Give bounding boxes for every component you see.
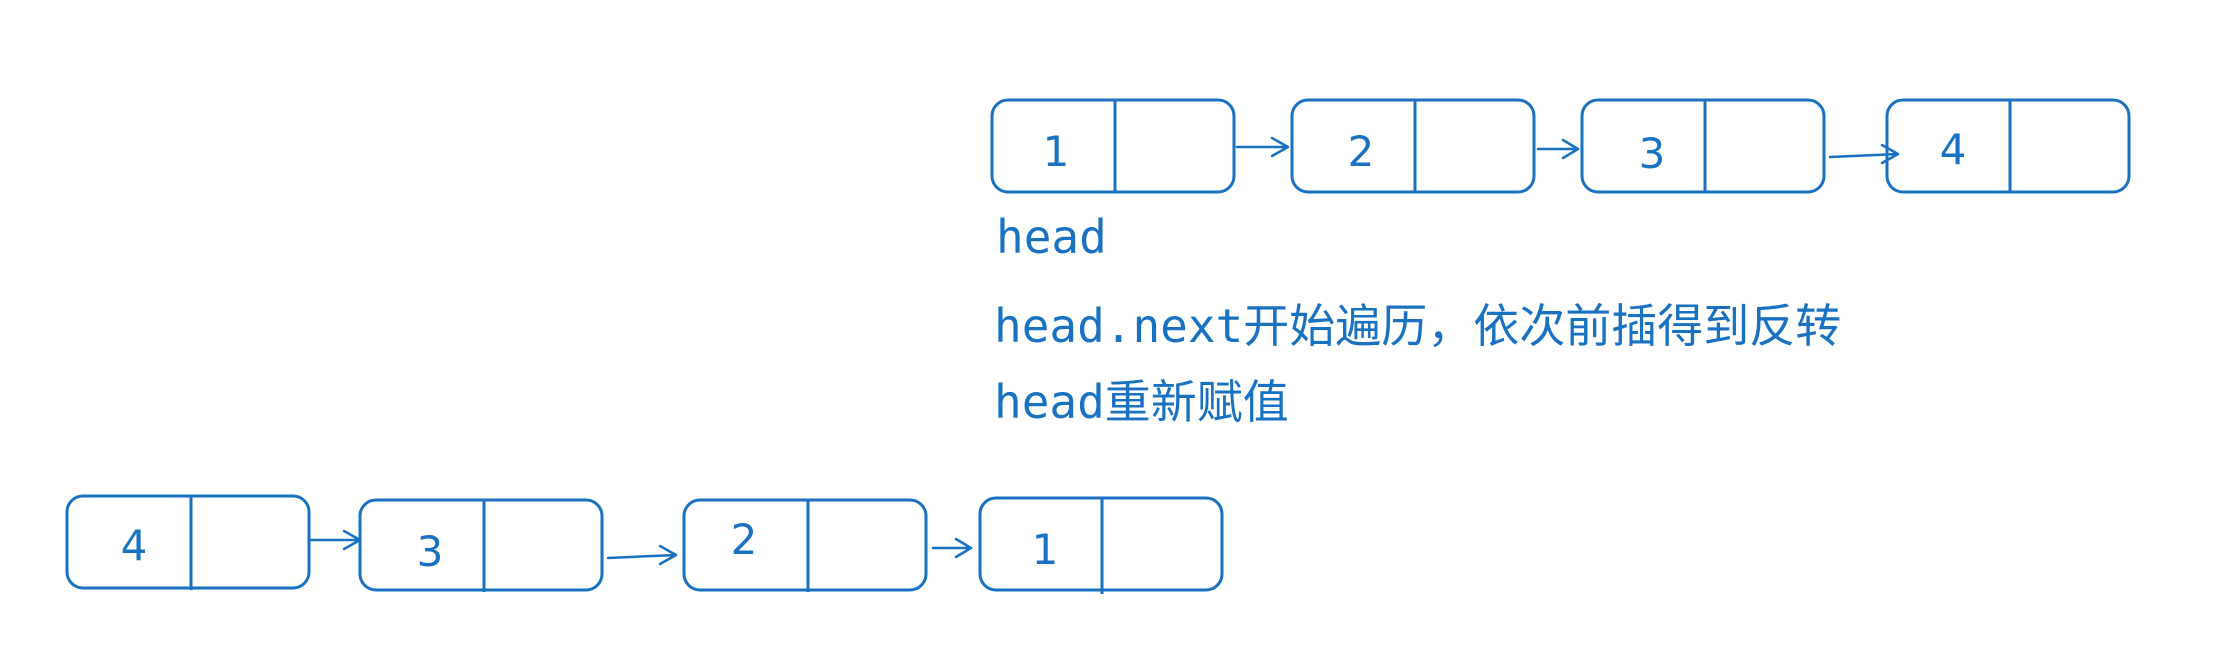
list-node: 4 — [65, 494, 311, 590]
node-value: 4 — [121, 521, 148, 570]
node-box — [1290, 98, 1536, 194]
node-value: 1 — [1032, 525, 1059, 574]
list-node: 1 — [990, 98, 1236, 194]
node-value: 3 — [417, 527, 444, 576]
list-node: 4 — [1885, 98, 2131, 194]
note-line-1: head.next开始遍历，依次前插得到反转 — [994, 299, 1841, 353]
next-arrow — [606, 544, 678, 566]
head-label: head — [996, 210, 1107, 264]
node-box — [65, 494, 311, 590]
reversed-list: 4 3 2 1 — [65, 494, 1224, 594]
node-box — [1580, 98, 1826, 194]
node-box — [1885, 98, 2131, 194]
node-value: 1 — [1043, 127, 1070, 176]
original-list: 1 2 3 4 — [990, 98, 2131, 194]
node-value: 4 — [1940, 125, 1967, 174]
node-box — [682, 498, 928, 592]
list-node: 3 — [1580, 98, 1826, 194]
node-value: 2 — [731, 515, 758, 564]
node-value: 3 — [1639, 129, 1666, 178]
list-node: 2 — [1290, 98, 1536, 194]
next-arrow — [1536, 138, 1580, 160]
next-arrow — [309, 529, 362, 551]
list-node: 3 — [358, 498, 604, 592]
node-value: 2 — [1348, 127, 1375, 176]
list-node: 1 — [978, 496, 1224, 594]
node-box — [990, 98, 1236, 194]
next-arrow — [1235, 136, 1290, 158]
node-box — [358, 498, 604, 592]
note-line-2: head重新赋值 — [994, 375, 1289, 429]
list-node: 2 — [682, 498, 928, 592]
next-arrow — [931, 537, 973, 559]
